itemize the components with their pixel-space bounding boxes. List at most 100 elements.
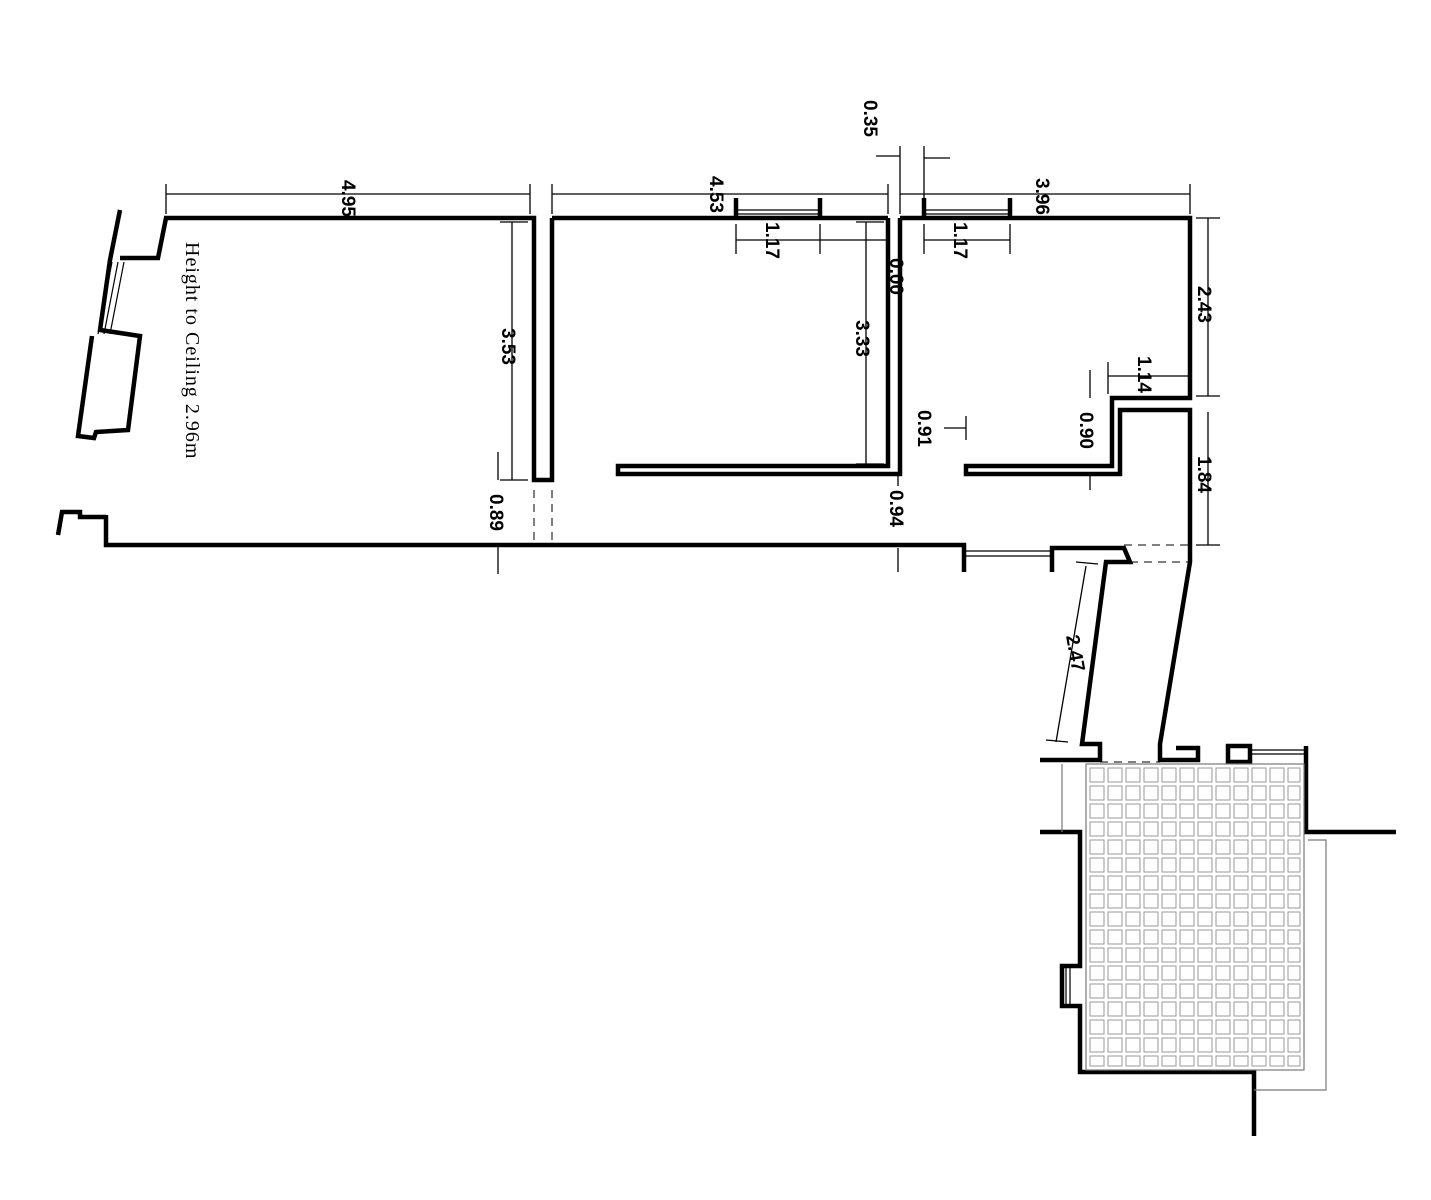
dim-window-a: 1.17 (761, 222, 782, 259)
floor-tile (1233, 821, 1249, 837)
floor-tile (1179, 947, 1195, 963)
floor-tile (1197, 929, 1213, 945)
partition-2 (615, 218, 903, 477)
floor-tile (1233, 803, 1249, 819)
floor-tile (1215, 911, 1231, 927)
floor-tile (1215, 947, 1231, 963)
bay-window-outline (75, 209, 143, 441)
floor-tile (1161, 767, 1177, 783)
floor-tile (1143, 965, 1159, 981)
floor-tile (1269, 785, 1285, 801)
floor-tile (1107, 929, 1123, 945)
floor-tile (1161, 1001, 1177, 1017)
floor-tile (1197, 965, 1213, 981)
floor-tile (1251, 1019, 1267, 1035)
floor-tile (1125, 1055, 1141, 1067)
floor-tile (1179, 803, 1195, 819)
pillar (1225, 743, 1253, 765)
window-balcony-top (1250, 749, 1306, 755)
floor-tile (1287, 767, 1301, 783)
floor-tile (1179, 767, 1195, 783)
floor-tile (1251, 1037, 1267, 1053)
window-room2 (733, 198, 823, 218)
floor-tile (1287, 1019, 1301, 1035)
floor-tile (1089, 965, 1105, 981)
window-room3 (921, 198, 1013, 218)
floor-tile (1197, 983, 1213, 999)
floor-tile (1251, 1001, 1267, 1017)
dim-wall-gap: 0.00 (885, 258, 906, 295)
floor-tile (1143, 803, 1159, 819)
balcony-tiles (1089, 767, 1301, 1067)
floor-tile (1251, 857, 1267, 873)
dim-room2-depth: 3.33 (851, 320, 872, 357)
dim-door-corridor: 0.94 (885, 490, 906, 527)
floor-tile (1287, 965, 1301, 981)
floor-tile (1089, 1055, 1105, 1067)
floor-tile (1197, 1037, 1213, 1053)
floor-tile (1143, 947, 1159, 963)
floor-tile (1179, 1055, 1195, 1067)
floor-tile (1251, 929, 1267, 945)
floor-tile (1215, 821, 1231, 837)
floor-tile (1233, 947, 1249, 963)
floor-tile (1089, 875, 1105, 891)
floor-tile (1251, 785, 1267, 801)
floor-tile (1215, 1001, 1231, 1017)
floor-tile (1179, 965, 1195, 981)
floor-tile (1269, 947, 1285, 963)
floor-tile (1161, 947, 1177, 963)
floor-tile (1161, 821, 1177, 837)
floor-tile (1161, 1037, 1177, 1053)
floor-tile (1089, 785, 1105, 801)
floor-tile (1089, 911, 1105, 927)
floor-tile (1161, 857, 1177, 873)
wall-door-right (1040, 545, 1134, 763)
floor-tile (1215, 983, 1231, 999)
floor-tile (1161, 983, 1177, 999)
floor-tile (1233, 1055, 1249, 1067)
dim-room3-width: 3.96 (1031, 178, 1052, 215)
floor-tile (1233, 857, 1249, 873)
floor-tile (1161, 1055, 1177, 1067)
floor-tile (1251, 821, 1267, 837)
floor-tile (1197, 839, 1213, 855)
floor-tile (1197, 1001, 1213, 1017)
floor-tile (1251, 875, 1267, 891)
floor-tile (1215, 767, 1231, 783)
floor-tile (1215, 875, 1231, 891)
floor-tile (1215, 893, 1231, 909)
floor-tile (1089, 857, 1105, 873)
floor-tile (1269, 929, 1285, 945)
dim-room1-depth: 3.53 (497, 328, 518, 365)
floor-tile (1287, 1037, 1301, 1053)
floor-tile (1215, 803, 1231, 819)
dim-offset-top: 0.35 (859, 100, 880, 137)
floor-tile (1125, 1001, 1141, 1017)
floor-tile (1215, 1055, 1231, 1067)
floor-tile (1179, 1019, 1195, 1035)
floor-tile (1089, 947, 1105, 963)
floor-tile (1215, 1019, 1231, 1035)
floor-tile (1269, 965, 1285, 981)
floor-tile (1197, 767, 1213, 783)
window-corridor (964, 550, 1052, 557)
floor-tile (1287, 929, 1301, 945)
floor-tile (1269, 911, 1285, 927)
floor-tile (1215, 839, 1231, 855)
floor-tile (1287, 983, 1301, 999)
floor-tile (1125, 947, 1141, 963)
floor-tile (1233, 965, 1249, 981)
wall-passage-right (1157, 545, 1201, 763)
dim-step-depth: 0.90 (1075, 412, 1096, 449)
floor-tile (1287, 785, 1301, 801)
floor-tile (1287, 803, 1301, 819)
floor-tile (1107, 1037, 1123, 1053)
floor-tile (1269, 1037, 1285, 1053)
floor-tile (1287, 857, 1301, 873)
floor-tile (1269, 1001, 1285, 1017)
floor-tile (1143, 821, 1159, 837)
floor-tile (1197, 803, 1213, 819)
floor-tile (1143, 1001, 1159, 1017)
